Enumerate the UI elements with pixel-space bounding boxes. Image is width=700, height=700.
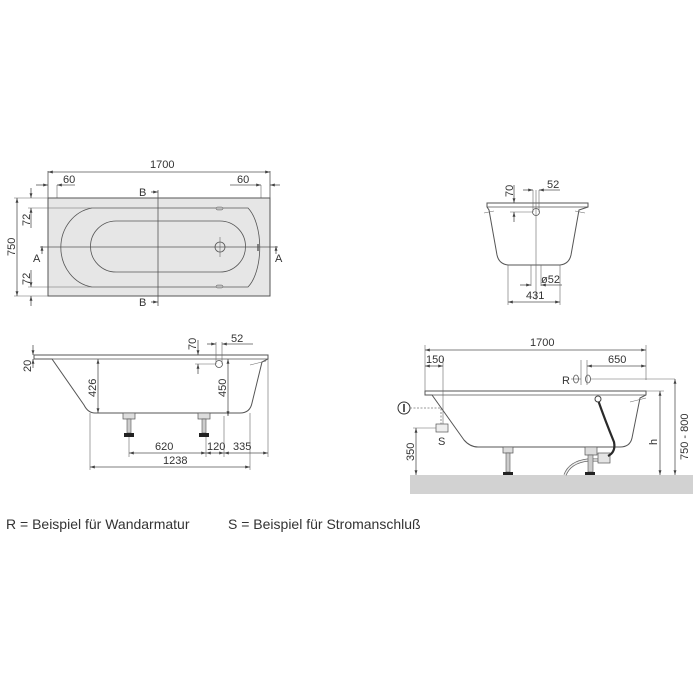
install-faucet-height: 750 - 800 bbox=[679, 414, 691, 460]
plan-rim-top-label: 72 bbox=[21, 214, 33, 226]
plan-view: 1700 60 60 A A B B 750 bbox=[6, 159, 283, 309]
side-bottom-length: 1238 bbox=[163, 455, 187, 467]
install-height-label: h bbox=[648, 439, 660, 445]
tub-foot-left bbox=[122, 412, 136, 437]
tub-installed-profile bbox=[424, 390, 647, 448]
install-faucet-offset: 650 bbox=[608, 354, 626, 366]
power-connection-box bbox=[435, 423, 449, 433]
tub-basin-outline bbox=[90, 220, 246, 273]
plan-length-label: 1700 bbox=[150, 159, 174, 171]
faucet-connector-icon bbox=[585, 374, 591, 384]
section-a-right: A bbox=[275, 253, 283, 265]
side-foot-to-drain: 120 bbox=[207, 441, 225, 453]
plan-rim-bottom-label: 72 bbox=[21, 273, 33, 285]
install-power-offset: 150 bbox=[426, 354, 444, 366]
side-rim-thickness: 20 bbox=[22, 360, 34, 372]
overflow-hose bbox=[596, 399, 616, 457]
tub-cross-section bbox=[486, 202, 589, 266]
side-overflow-width: 52 bbox=[231, 333, 243, 345]
tub-foot-right bbox=[197, 412, 211, 437]
power-label: S bbox=[438, 436, 445, 448]
side-foot-spacing: 620 bbox=[155, 441, 173, 453]
section-b-bottom: B bbox=[139, 297, 146, 309]
side-overflow-offset: 70 bbox=[187, 338, 199, 350]
section-b-top: B bbox=[139, 187, 146, 199]
install-power-height: 350 bbox=[405, 443, 417, 461]
side-elevation-view: 20 426 52 70 450 620 120 335 1238 bbox=[22, 333, 269, 470]
side-drain-to-end: 335 bbox=[233, 441, 251, 453]
cross-overflow-width: 52 bbox=[547, 179, 559, 191]
tub-side-profile bbox=[33, 354, 269, 414]
side-overflow-height: 450 bbox=[217, 379, 229, 397]
section-a-left: A bbox=[33, 253, 41, 265]
cross-section-view: 52 70 ø52 431 bbox=[483, 179, 589, 305]
installation-view: 1700 150 650 R S 350 h 750 - 800 bbox=[397, 337, 693, 494]
plan-edge-left-label: 60 bbox=[63, 174, 75, 186]
cross-overflow-offset: 70 bbox=[504, 185, 516, 197]
cross-bottom-width: 431 bbox=[526, 290, 544, 302]
plan-width-label: 750 bbox=[6, 238, 18, 256]
side-inner-depth: 426 bbox=[87, 379, 99, 397]
legend-r-note: R = Beispiel für Wandarmatur bbox=[6, 516, 190, 532]
cross-drain-diameter: ø52 bbox=[541, 274, 560, 286]
install-length: 1700 bbox=[530, 337, 554, 349]
plan-edge-right-label: 60 bbox=[237, 174, 249, 186]
floor bbox=[410, 475, 693, 494]
faucet-label: R bbox=[562, 375, 570, 387]
legend-s-note: S = Beispiel für Stromanschluß bbox=[228, 516, 421, 532]
